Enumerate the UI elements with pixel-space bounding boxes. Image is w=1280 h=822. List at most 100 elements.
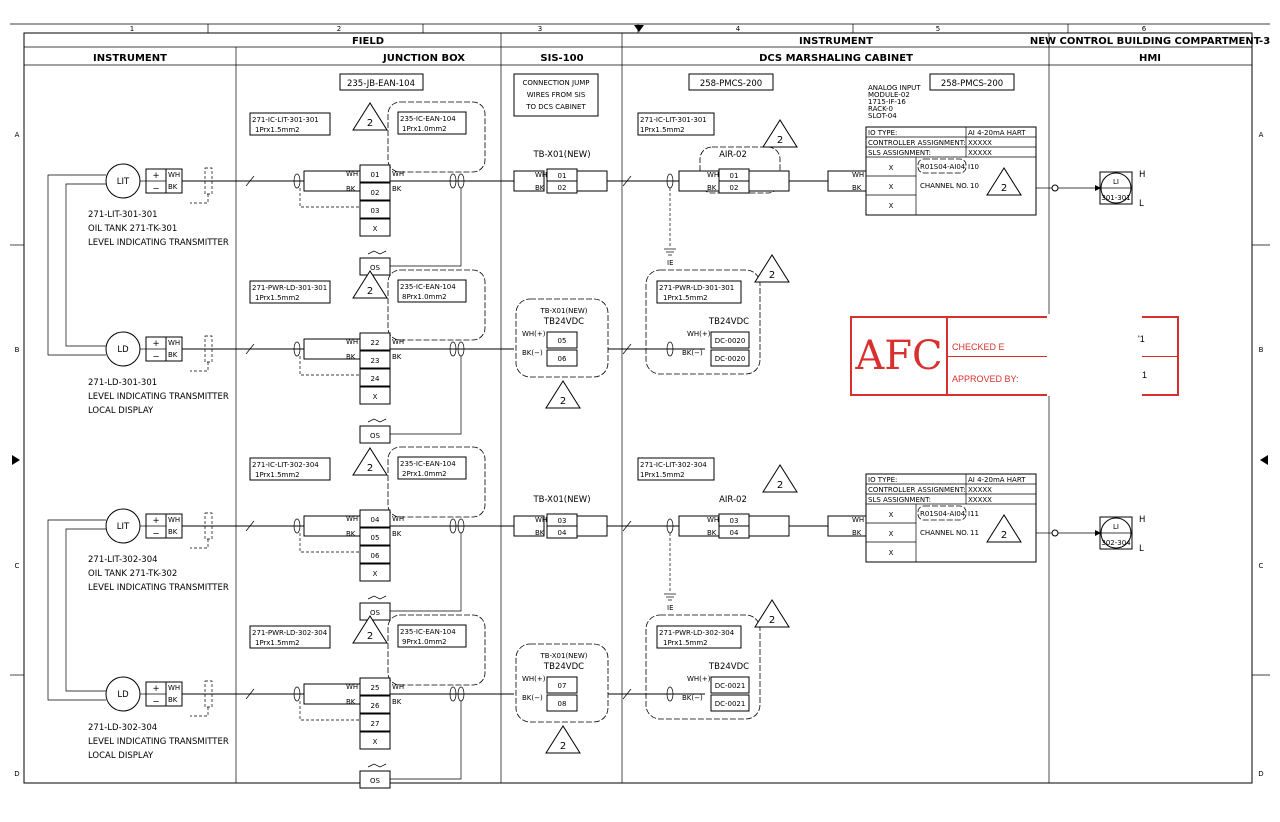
jb-terminal-label: 01: [371, 171, 380, 179]
cable-gland: [449, 518, 457, 534]
hmi-l: L: [1139, 544, 1144, 554]
cable2-tag-text: 235-IC-EAN-104: [400, 115, 456, 123]
jb-terminal-label: 03: [371, 207, 380, 215]
cable-gland: [293, 686, 301, 702]
pwr-terminal: [710, 694, 750, 712]
revision-cloud: [515, 298, 609, 378]
io-table: [865, 126, 1037, 216]
cable-gland: [449, 341, 457, 357]
shield-return: [390, 701, 462, 780]
jb-terminal-label: 05: [371, 534, 380, 542]
grid-row-label: D: [1258, 770, 1263, 778]
revision-triangle: [986, 514, 1022, 543]
device-loop-bracket: [65, 183, 106, 347]
jb-terminal: [359, 545, 391, 564]
pwr-terminal: [710, 331, 750, 349]
cable-gland: [293, 518, 301, 534]
analog-input-text: RACK-0: [868, 105, 893, 113]
cable1-tag: [249, 457, 331, 481]
wire-color-bk: BK: [392, 698, 402, 706]
cable1-tag-text: 1Prx1.5mm2: [255, 294, 300, 302]
cable1-tag-text: 271-PWR-LD-301-301: [252, 284, 327, 292]
jb-terminal: [359, 713, 391, 732]
revision-cloud: [645, 614, 761, 720]
wire-color-bk: BK: [392, 530, 402, 538]
jb-terminal: [359, 164, 391, 183]
header-new-control-building: NEW CONTROL BUILDING COMPARTMENT-3: [1030, 36, 1270, 47]
grid-column-label: 5: [936, 25, 940, 33]
jb-terminal-label: 02: [371, 189, 380, 197]
header-hmi: HMI: [1139, 53, 1161, 64]
pwr-terminal-label: DC-0020: [715, 355, 746, 363]
tb-label-24vdc: TB24VDC: [543, 662, 584, 672]
wire-color-bk: BK: [707, 184, 717, 192]
device-tag: LD: [117, 690, 129, 700]
device-description: LEVEL INDICATING TRANSMITTER: [88, 238, 229, 248]
wire-color-wh: WH: [535, 171, 547, 179]
revision-triangle: [762, 464, 798, 493]
revision-cloud: [917, 158, 967, 174]
io-field-label: IO TYPE:: [868, 476, 897, 484]
wire-color-bk: BK: [852, 184, 862, 192]
jb-terminal-label: 26: [371, 702, 380, 710]
jb-terminal: [359, 218, 391, 237]
io-field-value: XXXXX: [968, 486, 992, 494]
jb-terminal-label: 27: [371, 720, 380, 728]
revision-number: 2: [1001, 183, 1007, 194]
cable-slash: [622, 520, 632, 532]
jb-terminal: [359, 350, 391, 369]
wire-color-bk: BK: [535, 529, 545, 537]
connection-jump-box: [513, 73, 599, 117]
wire-color-bk: BK: [535, 184, 545, 192]
air-terminal-label: 04: [730, 529, 739, 537]
header-instrument: INSTRUMENT: [93, 53, 167, 64]
pwr-tb-label: TB24VDC: [708, 317, 749, 327]
revision-number: 2: [367, 463, 373, 474]
wire-minus-label: BK(−): [682, 694, 703, 702]
grid-row-label: C: [15, 562, 20, 570]
wire-color-bk: BK: [346, 353, 356, 361]
jb-terminal: [359, 368, 391, 387]
revision-cloud: [387, 269, 486, 341]
tb-terminal: [546, 694, 578, 712]
io-address: R01S04-AI04: [920, 163, 966, 171]
cable-gland: [293, 341, 301, 357]
cable-slash: [622, 688, 632, 700]
revision-cloud: [699, 146, 781, 194]
wire-color-wh: WH: [168, 684, 180, 692]
shield-wire: [190, 362, 209, 372]
revision-number: 2: [769, 615, 775, 626]
jb-terminal: [359, 332, 391, 351]
shield-wire: [190, 194, 209, 204]
header-instrument-top: INSTRUMENT: [799, 36, 873, 47]
air-label: AIR-02: [719, 495, 747, 505]
connection-jump-text: TO DCS CABINET: [525, 103, 586, 111]
io-spare-x: X: [889, 183, 894, 191]
cable1-tag: [249, 112, 331, 136]
io-address: R01S04-AI04: [920, 510, 966, 518]
grid-row-label: D: [14, 770, 19, 778]
io-field-value: XXXXX: [968, 496, 992, 504]
connection-jump-text: WIRES FROM SIS: [527, 91, 586, 99]
tb-terminal-label: 03: [558, 517, 567, 525]
analog-input-text: 1715-IF-16: [868, 98, 906, 106]
cable3-tag-text: 271-PWR-LD-301-301: [659, 284, 734, 292]
wire-color-wh: WH: [168, 516, 180, 524]
jb-terminal: [359, 257, 391, 276]
analog-input-text: MODULE-02: [868, 91, 910, 99]
revision-triangle: [545, 725, 581, 754]
tb-wire-box: [513, 170, 545, 192]
device-description: 271-LD-302-304: [88, 723, 157, 733]
ie-label: IE: [667, 259, 674, 267]
grid-column-label: 3: [538, 25, 542, 33]
cable1-tag-text: 1Prx1.5mm2: [255, 471, 300, 479]
header-sis: SIS-100: [540, 53, 583, 64]
break-symbol: [367, 250, 387, 255]
break-symbol: [367, 595, 387, 600]
jb-terminal: [359, 386, 391, 405]
grid-column-label: 6: [1142, 25, 1147, 33]
